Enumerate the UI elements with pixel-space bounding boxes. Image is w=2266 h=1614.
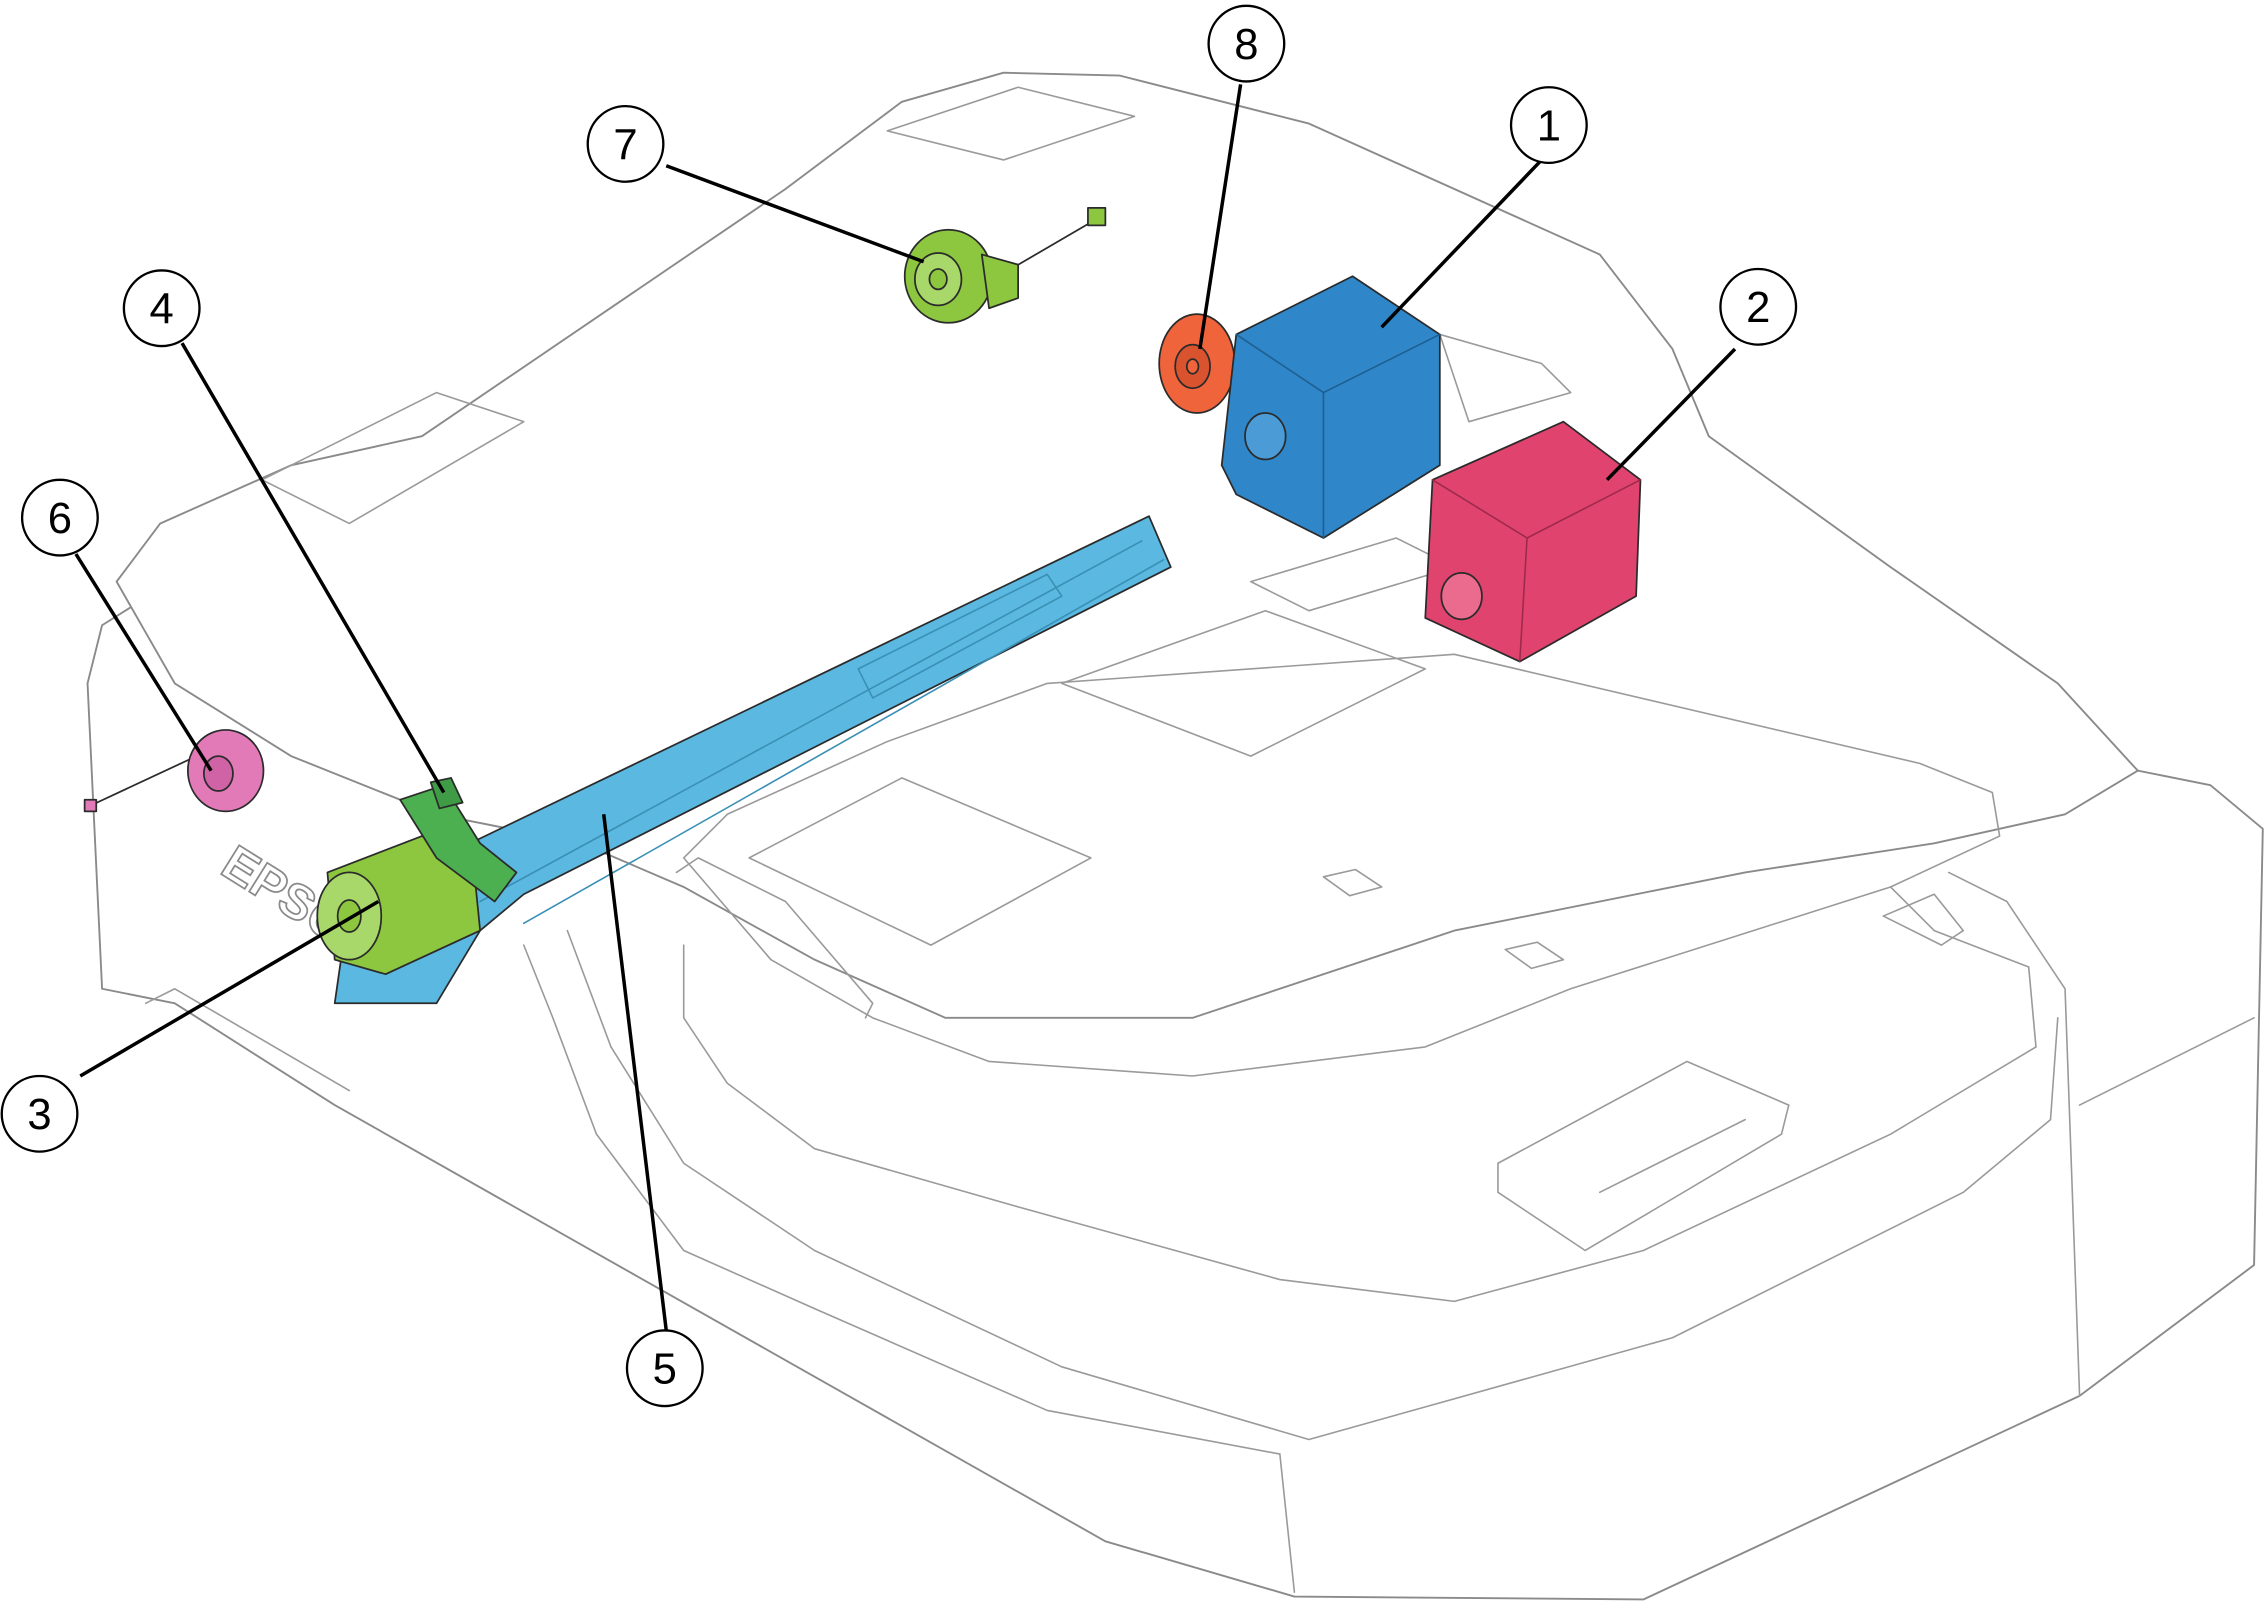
callout-8-label: 8 [1234,21,1258,69]
callout-1-label: 1 [1537,103,1561,151]
part-6-pulley [83,729,265,813]
callout-2-label: 2 [1746,284,1770,332]
leader-1 [1380,158,1543,329]
leader-7 [665,164,925,264]
part-1-motor-block [1220,275,1441,539]
part-4-bracket [399,777,518,903]
callout-6-label: 6 [48,495,72,543]
callout-2: 2 [1719,267,1798,346]
callout-4-label: 4 [150,286,174,334]
part-5-rail [333,515,1172,1005]
part-2-motor-block [1424,420,1642,663]
part-8-gear [1158,313,1236,414]
leader-8 [1198,84,1243,350]
callout-5: 5 [625,1329,704,1408]
callout-7: 7 [586,104,665,183]
part-3-motor [316,835,482,976]
leader-3 [79,900,380,1078]
callout-6: 6 [20,478,99,557]
callout-5-label: 5 [653,1346,677,1394]
callout-1: 1 [1509,86,1588,165]
leader-5 [601,814,668,1331]
part-7-clutch [903,207,1107,324]
callout-3-label: 3 [27,1091,51,1139]
callout-4: 4 [122,269,201,348]
callout-7-label: 7 [613,121,637,169]
leader-lines [74,84,1737,1331]
callout-8: 8 [1207,4,1286,83]
scanner-body-outline: EPSON [86,71,2264,1601]
leader-6 [74,553,213,772]
leader-2 [1605,347,1737,482]
callout-3: 3 [0,1074,79,1153]
leader-4 [180,342,446,794]
